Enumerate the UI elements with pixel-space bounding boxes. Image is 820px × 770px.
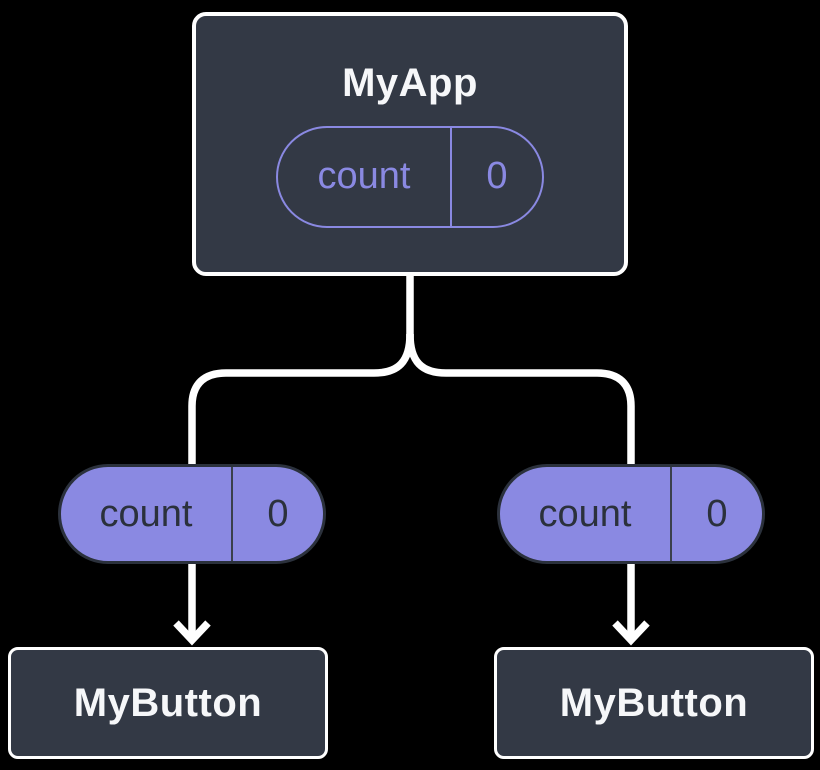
button-node-right: MyButton bbox=[494, 647, 814, 759]
prop-name: count bbox=[538, 492, 632, 535]
state-value: 0 bbox=[450, 127, 542, 226]
prop-name: count bbox=[99, 492, 193, 535]
app-node: MyApp count 0 bbox=[192, 12, 628, 276]
app-state-pill: count 0 bbox=[276, 125, 544, 228]
prop-pill-right: count 0 bbox=[497, 464, 765, 564]
connector-right-branch bbox=[406, 333, 635, 637]
left-arrowhead-icon bbox=[173, 620, 211, 646]
prop-value: 0 bbox=[231, 467, 323, 561]
button-node-left: MyButton bbox=[8, 647, 328, 759]
connector-left-branch bbox=[188, 333, 414, 637]
button-node-title: MyButton bbox=[73, 680, 263, 725]
prop-value: 0 bbox=[670, 467, 762, 561]
prop-pill-left: count 0 bbox=[58, 464, 326, 564]
app-node-title: MyApp bbox=[342, 60, 478, 105]
state-name: count bbox=[317, 155, 411, 197]
right-arrowhead-icon bbox=[612, 620, 650, 646]
button-node-title: MyButton bbox=[559, 680, 749, 725]
